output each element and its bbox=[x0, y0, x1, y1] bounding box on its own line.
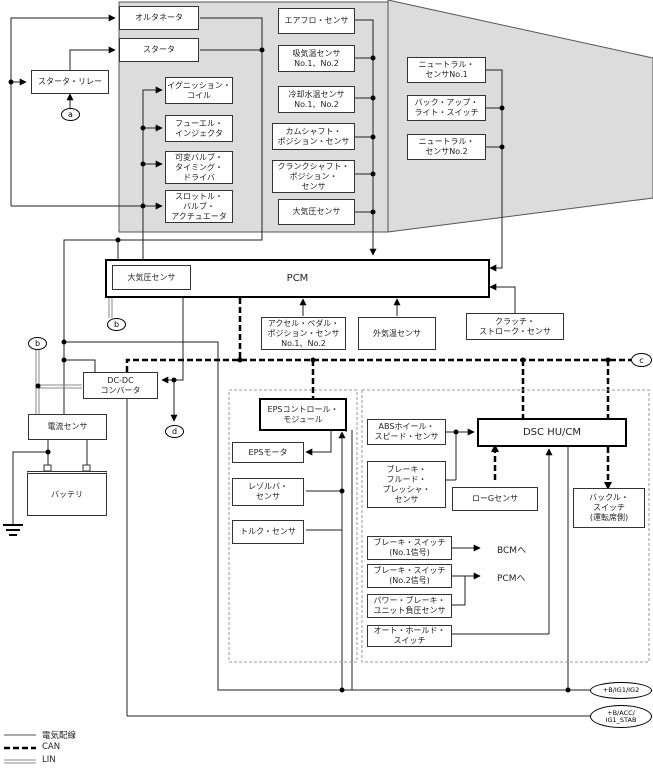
legend-electric: 電気配線 bbox=[42, 731, 77, 741]
neutral-sensor-2-box: ニュートラル・ センサNo.2 bbox=[407, 134, 486, 160]
power-brake-sensor-box: パワー・ブレーキ・ ユニット負圧センサ bbox=[367, 594, 452, 618]
to-pcm-label: PCMへ bbox=[497, 574, 526, 584]
throttle-actuator-box: スロットル・ バルブ・ アクチュエータ bbox=[165, 190, 233, 223]
battery-box: バッテリ bbox=[27, 471, 107, 516]
outside-temp-sensor-box: 外気温センサ bbox=[358, 317, 436, 350]
dcdc-converter-box: DC-DC コンバータ bbox=[83, 372, 158, 399]
backup-light-switch-box: バック・アップ・ ライト・スイッチ bbox=[407, 95, 486, 121]
dsc-hu-cm-module: DSC HU/CM bbox=[477, 418, 627, 447]
torque-sensor-box: トルク・センサ bbox=[232, 520, 304, 544]
engine-panel bbox=[118, 0, 653, 233]
crankshaft-sensor-box: クランクシャフト・ ポジション・ センサ bbox=[272, 160, 355, 193]
eps-control-module: EPSコントロール・ モジュール bbox=[259, 398, 347, 431]
resolver-sensor-box: レゾルバ・ センサ bbox=[232, 478, 304, 506]
abs-wheel-speed-sensor-box: ABSホイール・ スピード・センサ bbox=[367, 419, 446, 445]
brake-fluid-pressure-sensor-box: ブレーキ・ フルード・ プレッシャ・ センサ bbox=[367, 461, 446, 508]
low-g-sensor-box: ローGセンサ bbox=[452, 487, 538, 511]
coolant-temp-sensor-box: 冷却水温センサ No.1、No.2 bbox=[278, 86, 355, 113]
ignition-coil-box: イグニッション・ コイル bbox=[165, 77, 233, 104]
eps-motor-box: EPSモータ bbox=[232, 442, 304, 463]
connector-c: c bbox=[631, 353, 652, 367]
pcm-internal-baro-sensor: 大気圧センサ bbox=[112, 265, 191, 290]
connector-acc: +B/ACC/ IG1_STAB bbox=[590, 705, 652, 728]
neutral-sensor-1-box: ニュートラル・ センサNo.1 bbox=[407, 57, 486, 83]
to-bcm-label: BCMへ bbox=[497, 546, 527, 556]
connector-b-battery: b bbox=[28, 337, 47, 350]
connector-d: d bbox=[165, 425, 184, 438]
buckle-switch-box: バックル・ スイッチ (運転席側) bbox=[573, 488, 645, 528]
intake-temp-sensor-box: 吸気温センサ No.1、No.2 bbox=[278, 45, 355, 72]
connector-ig: +B/IG1/IG2 bbox=[590, 682, 652, 699]
brake-switch-2-box: ブレーキ・スイッチ (No.2信号) bbox=[367, 564, 452, 588]
starter-relay-box: スタータ・リレー bbox=[31, 70, 109, 94]
vvt-driver-box: 可変バルブ・ タイミング・ ドライバ bbox=[165, 151, 233, 184]
airflow-sensor-box: エアフロ・センサ bbox=[278, 8, 355, 34]
pcm-label: PCM bbox=[286, 272, 309, 284]
legend-lin: LIN bbox=[42, 755, 56, 765]
current-sensor-box: 電流センサ bbox=[28, 414, 107, 440]
clutch-stroke-sensor-box: クラッチ・ ストローク・センサ bbox=[466, 313, 564, 340]
fuel-injector-box: フューエル・ インジェクタ bbox=[165, 115, 233, 142]
baro-sensor-box: 大気圧センサ bbox=[278, 199, 355, 225]
auto-hold-switch-box: オート・ホールド・ スイッチ bbox=[367, 625, 452, 647]
starter-box: スタータ bbox=[119, 38, 199, 62]
legend-can: CAN bbox=[42, 742, 61, 752]
accel-pedal-sensor-box: アクセル・ペダル・ ポジション・センサ No.1、No.2 bbox=[261, 317, 346, 350]
alternator-box: オルタネータ bbox=[119, 6, 199, 30]
brake-switch-1-box: ブレーキ・スイッチ (No.1信号) bbox=[367, 536, 452, 560]
connector-a: a bbox=[61, 108, 80, 121]
connector-b-pcm: b bbox=[107, 318, 126, 331]
camshaft-sensor-box: カムシャフト・ ポジション・センサ bbox=[272, 123, 355, 150]
